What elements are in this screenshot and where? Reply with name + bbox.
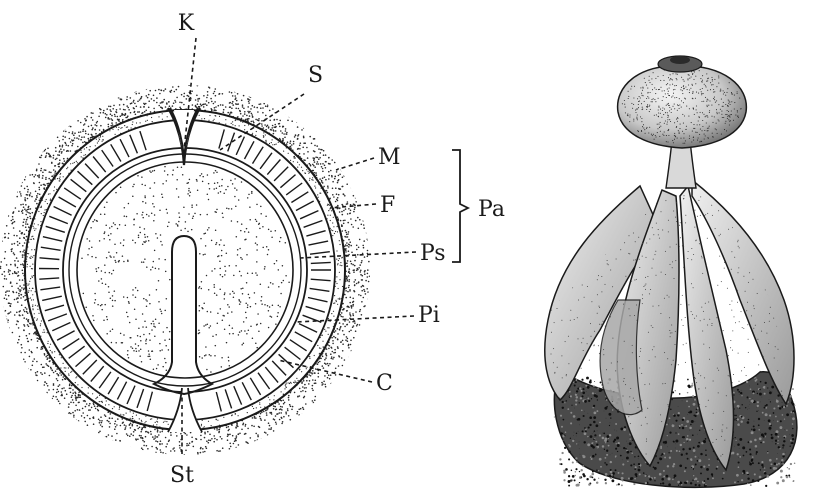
- label-c: C: [376, 371, 393, 396]
- label-pa: Pa: [478, 197, 505, 222]
- pi-layer-ring: [77, 162, 293, 378]
- gleba-stipple: [81, 166, 290, 373]
- earthstar-illustration: [545, 56, 797, 487]
- label-s: S: [308, 63, 323, 88]
- ps-layer-ring: [69, 154, 301, 386]
- label-pi: Pi: [418, 303, 440, 328]
- columella: [154, 236, 212, 394]
- label-f: F: [380, 193, 395, 218]
- f-layer-inner-ring: [63, 148, 307, 392]
- fruit-spore-sac: [618, 66, 747, 148]
- label-m: M: [378, 145, 401, 170]
- label-k: K: [178, 11, 195, 36]
- fibrous-layer-hatching: [39, 129, 331, 411]
- pa-bracket: [452, 150, 468, 262]
- label-st: St: [170, 463, 194, 488]
- fruit-peristome-tip: [670, 56, 690, 64]
- cross-section-diagram: K S M F Pa Ps Pi C St: [0, 11, 505, 488]
- label-ps: Ps: [420, 241, 446, 266]
